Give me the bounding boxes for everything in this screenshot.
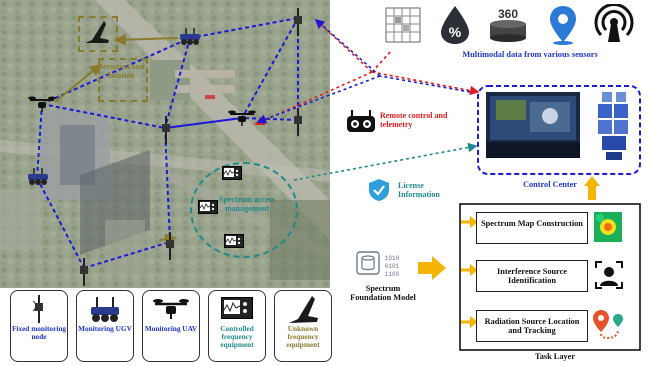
fixed-node-icon bbox=[162, 116, 170, 144]
legend-controlled-equipment: Controlled frequency equipment bbox=[208, 290, 266, 362]
foundation-model-icon: 1010 0101 1100 bbox=[356, 251, 400, 278]
fixed-node-icon bbox=[166, 232, 174, 260]
detection-label: Detection and location bbox=[97, 62, 145, 80]
unknown-equipment-marker bbox=[78, 16, 118, 52]
legend-ugv: Monitoring UGV bbox=[76, 290, 134, 362]
legend-fixed-node: Fixed monitoring node bbox=[10, 290, 68, 362]
icon-360-text: 360 bbox=[498, 7, 518, 21]
location-pin-icon bbox=[550, 6, 576, 45]
control-center-label: Control Center bbox=[523, 180, 577, 189]
task-label: Interference Source Identification bbox=[497, 267, 567, 286]
legend-label: Monitoring UGV bbox=[78, 324, 132, 333]
control-room-screen bbox=[486, 92, 580, 158]
spectrum-access-label: Spectrum access management bbox=[218, 195, 276, 213]
uav-icon bbox=[228, 110, 256, 126]
task-layer-frame bbox=[459, 203, 641, 351]
operator-icon bbox=[598, 92, 628, 160]
license-label: License Information bbox=[398, 181, 440, 199]
frequency-equipment-icon bbox=[224, 234, 244, 248]
remote-controller-icon bbox=[347, 110, 375, 132]
fixed-node-icon bbox=[32, 295, 43, 323]
frequency-equipment-icon bbox=[222, 166, 242, 180]
task-interference: Interference Source Identification bbox=[476, 260, 588, 292]
task-label: Spectrum Map Construction bbox=[481, 219, 583, 228]
legend-label: Monitoring UAV bbox=[144, 324, 198, 333]
wireless-signal-icon bbox=[594, 4, 634, 42]
ugv-icon bbox=[180, 28, 200, 45]
legend-label: Unknown frequency equipment bbox=[286, 324, 320, 350]
spectrum-map-icon bbox=[594, 212, 622, 242]
spectrum-access-circle bbox=[190, 162, 298, 258]
percent-symbol: % bbox=[449, 24, 462, 40]
task-label: Radiation Source Location and Tracking bbox=[484, 317, 580, 336]
shield-check-icon bbox=[369, 179, 389, 201]
uav-icon bbox=[28, 96, 56, 112]
face-scan-icon bbox=[595, 261, 623, 289]
camera-360-icon: 360 bbox=[490, 7, 526, 42]
task-layer-title: Task Layer bbox=[534, 352, 576, 361]
frequency-equipment-icon bbox=[198, 200, 218, 214]
control-center-frame bbox=[477, 85, 641, 175]
svg-text:1010: 1010 bbox=[385, 255, 400, 262]
ugv-icon bbox=[91, 297, 119, 322]
detection-location-box bbox=[98, 58, 148, 102]
arrow-right-icon bbox=[418, 256, 446, 280]
remote-control-label: Remote control and telemetry bbox=[380, 111, 448, 129]
fixed-node-icon bbox=[294, 8, 302, 36]
legend-uav: Monitoring UAV bbox=[142, 290, 200, 362]
uav-icon bbox=[153, 299, 189, 319]
map-3d-icon bbox=[385, 7, 421, 43]
svg-text:1100: 1100 bbox=[385, 271, 400, 278]
legend-label: Fixed monitoring node bbox=[11, 324, 67, 342]
task-spectrum-map: Spectrum Map Construction bbox=[476, 212, 588, 244]
fixed-node-icon bbox=[294, 108, 302, 136]
foundation-model-label: Spectrum Foundation Model bbox=[350, 284, 416, 303]
multimodal-caption: Multimodal data from various sensors bbox=[462, 50, 598, 59]
humidity-percent-icon: % bbox=[441, 6, 469, 44]
fixed-node-icon bbox=[80, 258, 88, 286]
legend-label: Controlled frequency equipment bbox=[220, 324, 254, 350]
frequency-equipment-icon bbox=[221, 297, 253, 319]
legend-unknown-equipment: Unknown frequency equipment bbox=[274, 290, 332, 362]
route-pin-icon bbox=[593, 310, 623, 340]
ugv-icon bbox=[28, 168, 48, 185]
unknown-jet-icon bbox=[289, 296, 318, 323]
unknown-jet-icon bbox=[85, 21, 109, 43]
task-radiation-source: Radiation Source Location and Tracking bbox=[476, 310, 588, 342]
arrow-up-icon bbox=[584, 176, 600, 200]
svg-text:0101: 0101 bbox=[385, 263, 400, 270]
